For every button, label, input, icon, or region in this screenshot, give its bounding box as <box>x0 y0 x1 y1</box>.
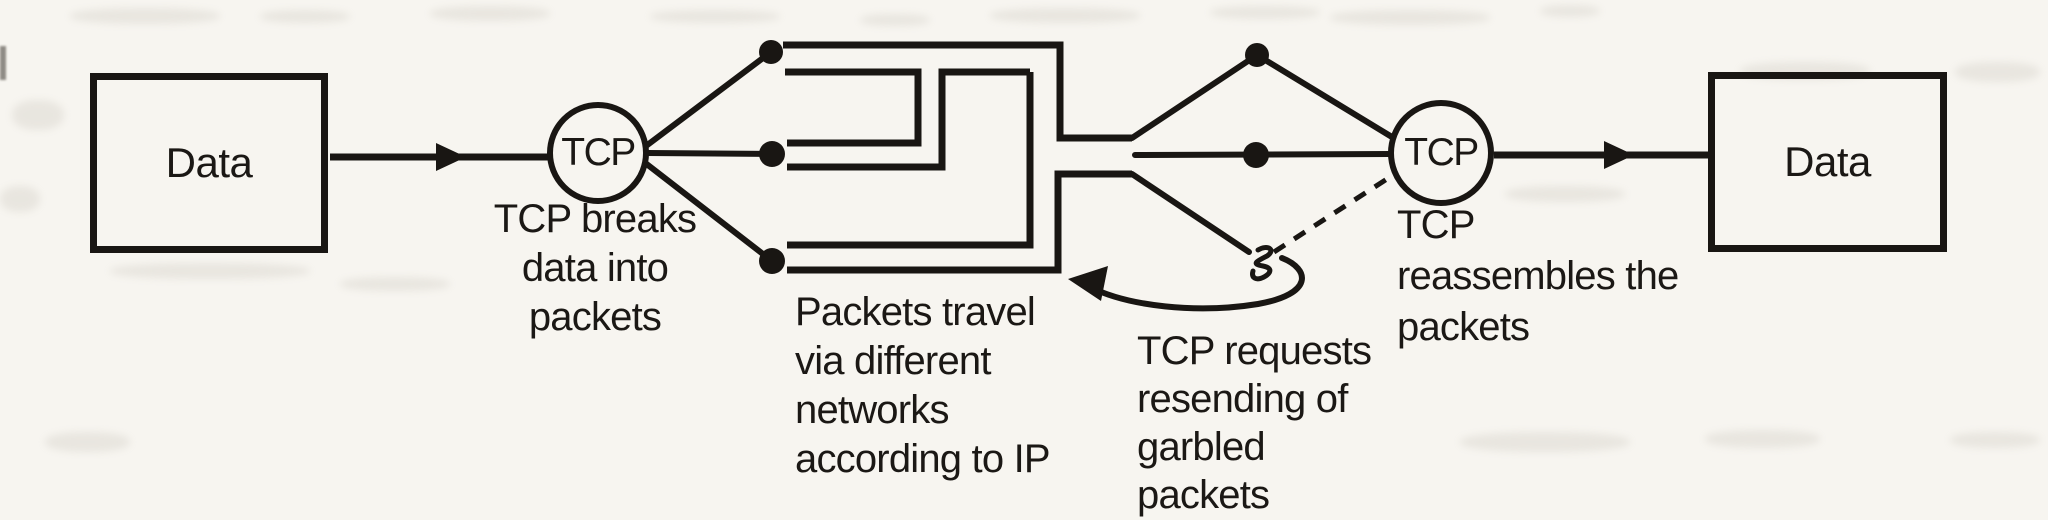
caption-tcp-breaks: TCP breaks data into packets <box>462 195 728 342</box>
caption-line: garbled <box>1137 425 1266 469</box>
packet-dot-icon <box>759 40 783 64</box>
resend-arrowhead-icon <box>1068 266 1108 301</box>
source-data-box: Data <box>90 73 328 253</box>
scan-edge-artifact <box>0 46 6 80</box>
caption-line: packets <box>1397 305 1530 349</box>
scan-smudge <box>1460 432 1630 452</box>
scan-smudge <box>1950 432 2040 448</box>
resend-arrow-curve <box>1087 255 1305 312</box>
scan-smudge <box>1955 62 2040 82</box>
scan-smudge <box>1330 10 1490 25</box>
scan-smudge <box>12 100 64 130</box>
garbled-packet-icon <box>1250 245 1274 282</box>
packet-dot-icon <box>1245 43 1269 67</box>
source-arrowhead-icon <box>436 143 466 171</box>
tcp-right-label: TCP <box>1404 131 1479 174</box>
scan-smudge <box>990 8 1140 23</box>
scan-smudge <box>860 14 930 26</box>
split-line-top <box>643 49 774 149</box>
dest-arrowhead-icon <box>1604 141 1634 169</box>
scan-smudge <box>1540 5 1600 17</box>
caption-tcp-reassembles: TCP reassembles the packets <box>1397 200 1679 353</box>
scan-smudge <box>0 186 40 212</box>
caption-line: TCP <box>1397 203 1475 247</box>
network-pipe-wall <box>787 72 1034 249</box>
resend-dashed-line <box>1272 174 1392 255</box>
network-pipe-wall <box>787 170 1132 274</box>
caption-line: networks <box>795 388 949 432</box>
scan-smudge <box>430 6 550 21</box>
scan-smudge <box>650 10 780 23</box>
scan-smudge <box>1210 6 1320 19</box>
merge-line-bottom <box>1129 171 1252 255</box>
caption-line: via different <box>795 339 991 383</box>
scan-smudge <box>340 277 450 291</box>
caption-line: packets <box>1137 473 1270 517</box>
network-pipe-wall <box>787 68 1030 171</box>
packet-dot-icon <box>759 141 785 167</box>
merge-line-top <box>1129 51 1395 141</box>
caption-line: TCP requests <box>1137 329 1372 373</box>
dest-data-label: Data <box>1784 138 1871 185</box>
packet-dot-icon <box>759 248 785 274</box>
scan-smudge <box>1505 186 1625 202</box>
caption-line: Packets travel <box>795 290 1036 334</box>
dest-data-box: Data <box>1708 72 1947 252</box>
scan-smudge <box>1705 430 1820 448</box>
scan-smudge <box>70 8 220 24</box>
network-pipe-wall <box>783 41 1132 142</box>
caption-line: resending of <box>1137 377 1348 421</box>
caption-line: TCP breaks <box>493 197 697 241</box>
split-line-bottom <box>641 159 775 264</box>
network-pipe-wall <box>785 68 922 147</box>
split-line-mid <box>645 150 775 157</box>
caption-line: packets <box>528 295 662 339</box>
scan-smudge <box>45 432 130 452</box>
caption-line: according to IP <box>795 437 1051 481</box>
caption-line: reassembles the <box>1397 254 1679 298</box>
tcp-left-node: TCP <box>547 102 649 204</box>
tcp-right-node: TCP <box>1388 100 1494 206</box>
packet-dot-icon <box>1243 142 1269 168</box>
caption-packets-travel: Packets travel via different networks ac… <box>795 288 1051 484</box>
caption-line: data into <box>521 246 669 290</box>
source-data-label: Data <box>165 139 253 186</box>
caption-tcp-requests: TCP requests resending of garbled packet… <box>1137 327 1372 519</box>
scan-smudge <box>260 10 350 23</box>
scan-smudge <box>110 263 310 279</box>
tcp-left-label: TCP <box>561 131 636 174</box>
